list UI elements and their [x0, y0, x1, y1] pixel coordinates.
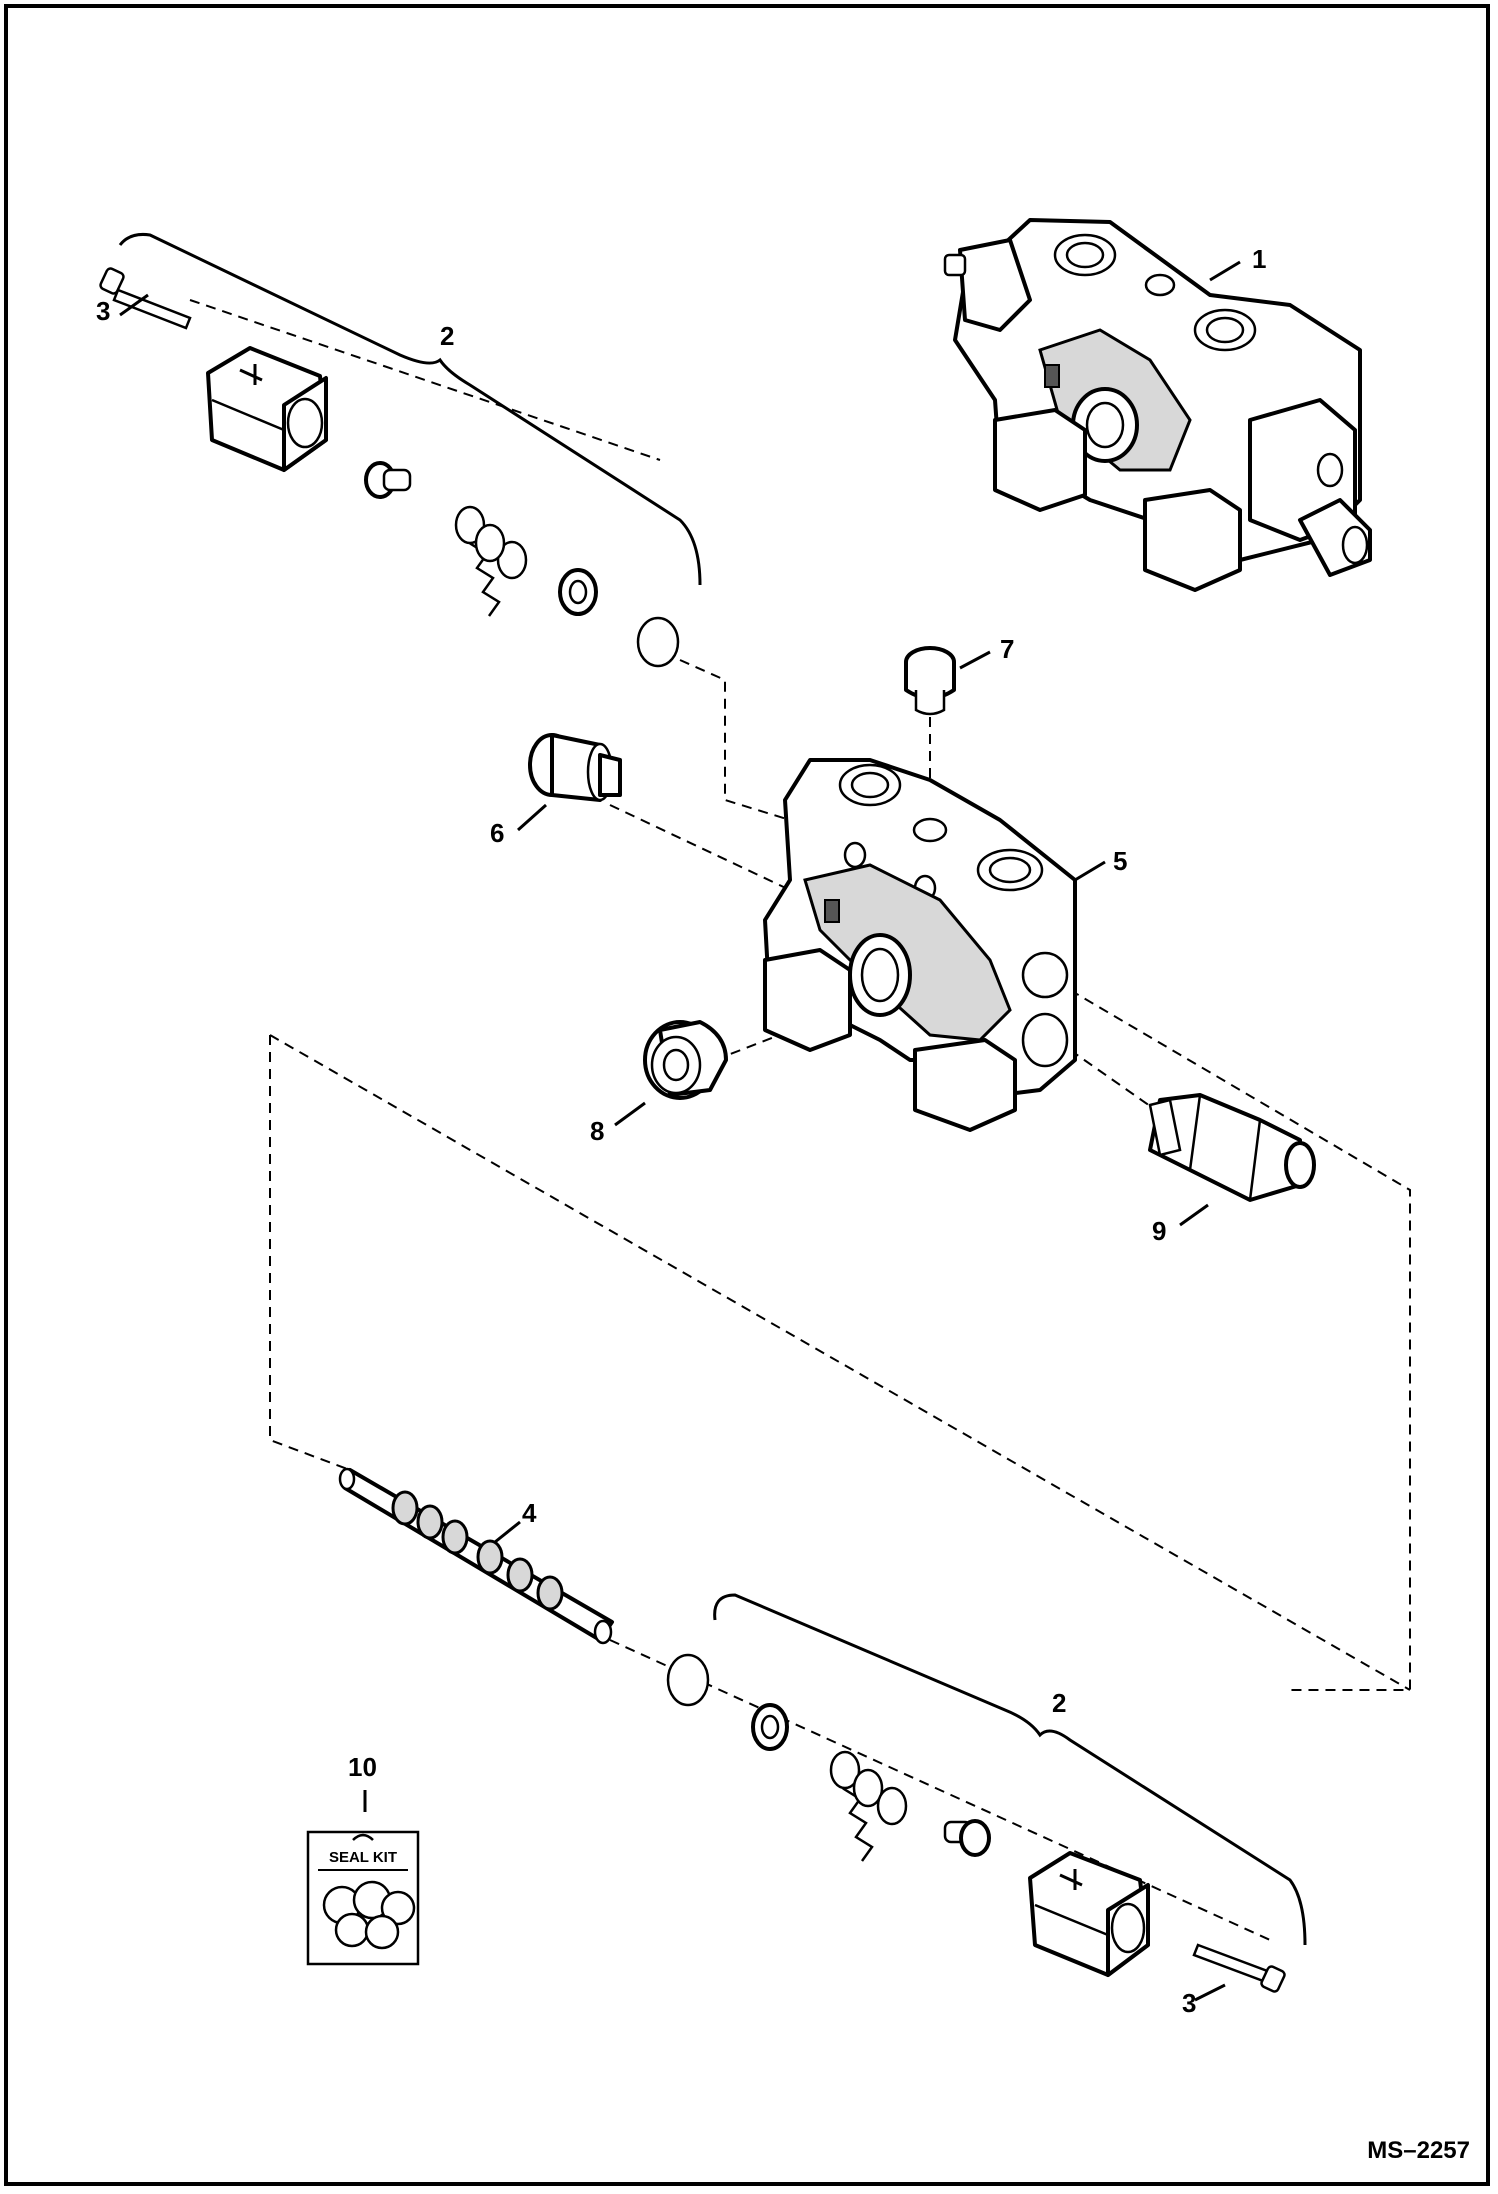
oring-top — [636, 616, 680, 668]
seal-kit-10: SEAL KIT — [306, 1830, 420, 1966]
dash-plug6-to-body — [609, 804, 791, 891]
callout-5: 5 — [1113, 846, 1127, 876]
callout-3-bottom: 3 — [1182, 1988, 1196, 2018]
dash-body-to-relief9 — [1069, 1049, 1171, 1121]
dash-oring-to-body — [679, 659, 791, 821]
relief-valve-9 — [1148, 1093, 1316, 1202]
washer-bottom — [751, 1703, 789, 1751]
plug-7 — [904, 646, 956, 716]
oring-bottom — [666, 1653, 710, 1707]
dash-spool-to-bottom — [609, 1639, 1271, 1941]
top-cap-group — [99, 267, 680, 668]
callout-8: 8 — [590, 1116, 604, 1146]
callout-9: 9 — [1152, 1216, 1166, 1246]
dash-top-cap-to-oring — [189, 299, 661, 461]
dash-diagonal-long — [269, 1034, 1411, 1691]
valve-assembly — [943, 218, 1372, 592]
washer-top — [558, 568, 598, 616]
plug-6 — [528, 733, 622, 802]
valve-body-5 — [763, 758, 1077, 1132]
spring-bottom — [829, 1750, 908, 1862]
callout-10: 10 — [348, 1752, 377, 1782]
callout-1: 1 — [1252, 244, 1266, 274]
callout-2-bottom: 2 — [1052, 1688, 1066, 1718]
callout-3-top: 3 — [96, 296, 110, 326]
cap-bottom — [1028, 1851, 1150, 1977]
seal-kit-label: SEAL KIT — [329, 1849, 397, 1866]
callout-2-top: 2 — [440, 321, 454, 351]
bottom-cap-group — [666, 1653, 1286, 1993]
bolt-bottom — [1192, 1943, 1286, 1993]
dash-body-right-down — [1069, 989, 1411, 1691]
callout-7: 7 — [1000, 634, 1014, 664]
callout-4: 4 — [522, 1498, 537, 1528]
leader-lines — [119, 260, 1241, 2002]
cap-top — [206, 346, 328, 472]
spring-top — [454, 505, 528, 617]
spool-4 — [338, 1467, 614, 1645]
brace-bottom-group — [713, 1593, 1307, 1946]
dash-left-frame — [269, 1035, 351, 1471]
retainer-bottom — [943, 1819, 991, 1857]
spool-lands — [391, 1490, 564, 1611]
bolt-top — [99, 267, 192, 330]
document-code: MS–2257 — [1367, 2137, 1470, 2164]
brace-top-group — [118, 233, 702, 586]
retainer-top — [364, 461, 412, 499]
callout-6: 6 — [490, 818, 504, 848]
plug-8 — [643, 1020, 728, 1100]
